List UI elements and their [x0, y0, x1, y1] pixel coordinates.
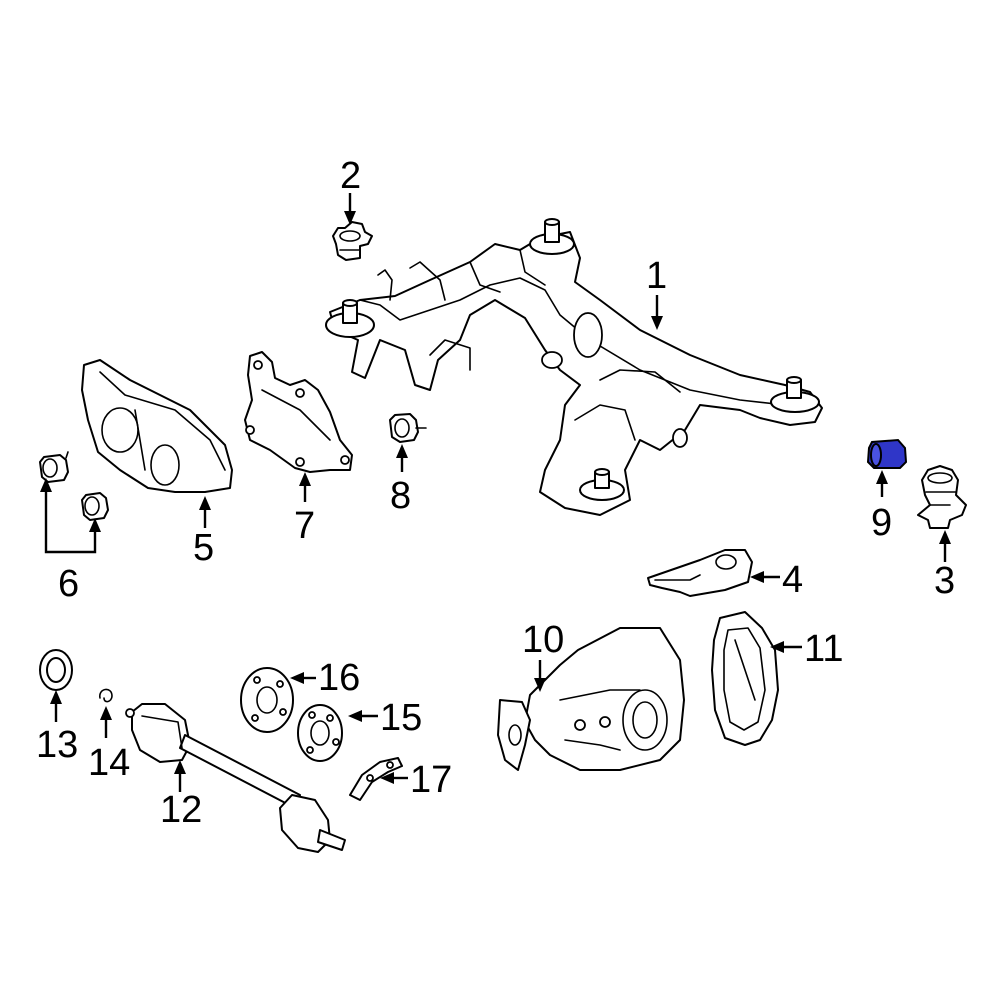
callout-9: 9 — [871, 502, 892, 544]
part-4-bracket[interactable] — [647, 549, 753, 597]
callout-1: 1 — [646, 255, 667, 297]
callout-labels: 1 2 3 4 5 6 7 8 9 10 11 12 13 14 15 16 1… — [36, 155, 955, 831]
part-13-ring[interactable] — [39, 649, 73, 691]
part-12-axle-shaft[interactable] — [125, 703, 346, 853]
part-11-cover[interactable] — [711, 611, 779, 746]
part-1-subframe[interactable] — [325, 218, 823, 516]
callout-3: 3 — [934, 560, 955, 602]
part-9-bushing[interactable] — [866, 438, 908, 469]
part-10-differential[interactable] — [497, 627, 685, 771]
part-14-clip[interactable] — [99, 688, 113, 703]
part-8-bushing[interactable] — [389, 413, 427, 443]
callout-8: 8 — [390, 475, 411, 517]
callout-6: 6 — [58, 563, 79, 605]
callout-17: 17 — [410, 759, 452, 801]
callout-arrows — [40, 193, 951, 792]
callout-13: 13 — [36, 724, 78, 766]
callout-2: 2 — [340, 155, 361, 197]
callout-12: 12 — [160, 789, 202, 831]
part-3-mount[interactable] — [917, 465, 967, 529]
callout-16: 16 — [318, 657, 360, 699]
callout-15: 15 — [380, 697, 422, 739]
callout-7: 7 — [294, 505, 315, 547]
part-15-flange[interactable] — [297, 704, 343, 762]
part-7-bracket[interactable] — [244, 351, 353, 473]
callout-14: 14 — [88, 742, 130, 784]
callout-11: 11 — [804, 628, 843, 670]
part-16-flange[interactable] — [240, 667, 294, 733]
callout-4: 4 — [782, 559, 803, 601]
part-6-bushings[interactable] — [39, 451, 109, 521]
part-5-shield[interactable] — [81, 359, 233, 493]
part-2-mount[interactable] — [332, 221, 373, 261]
part-17-bracket[interactable] — [349, 757, 403, 801]
callout-5: 5 — [193, 527, 214, 569]
callout-10: 10 — [522, 619, 564, 661]
